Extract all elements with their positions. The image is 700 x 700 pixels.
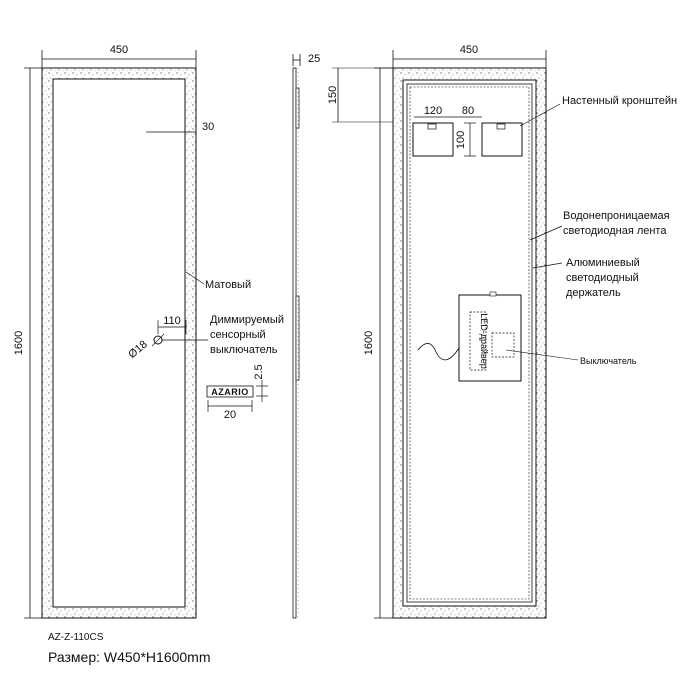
front-width-label: 450: [110, 44, 128, 56]
side-bracket-top: [295, 87, 300, 129]
front-view: 450 30 1600 Матовый 110 Ø18 Диммируемый …: [13, 44, 284, 619]
side-view: 25: [292, 53, 320, 619]
matte-label: Матовый: [205, 279, 251, 291]
holder-label-line3: держатель: [566, 287, 621, 299]
led-driver-label: LED-драйвер: [479, 313, 489, 369]
bracket-height-label: 100: [455, 131, 467, 149]
led-driver-box: [469, 311, 487, 371]
side-profile: [292, 67, 297, 619]
logo-gap-label: 2.5: [253, 364, 265, 379]
bracket-width-label: 80: [462, 105, 474, 117]
front-inset-label: 30: [202, 121, 214, 133]
logo-width-label: 20: [224, 409, 236, 421]
holder-label-line2: светодиодный: [566, 272, 639, 284]
bracket-offset-top-label: 150: [327, 86, 339, 104]
led-strip-label-line1: Водонепроницаемая: [563, 210, 670, 222]
led-strip: [409, 86, 530, 600]
switch-label-line2: сенсорный: [210, 329, 266, 341]
back-switch-label: Выключатель: [580, 356, 637, 366]
size-spec: Размер: W450*H1600mm: [48, 649, 211, 665]
back-height-label: 1600: [363, 331, 375, 355]
bracket-label: Настенный кронштейн: [562, 95, 677, 107]
power-cable: [417, 343, 460, 361]
front-height-label: 1600: [13, 331, 25, 355]
bracket-offset-left-label: 120: [424, 105, 442, 117]
aluminium-holder: [406, 83, 533, 603]
switch-offset-label: 110: [163, 315, 181, 327]
logo-box: [206, 385, 254, 398]
switch-module-box: [491, 332, 515, 358]
side-depth-label: 25: [308, 53, 320, 65]
led-strip-label-line2: светодиодная лента: [563, 225, 667, 237]
back-width-label: 450: [460, 44, 478, 56]
switch-label-line1: Диммируемый: [210, 314, 284, 326]
back-view: 450 1600 150 120 80 100 Настенный кроншт…: [327, 44, 677, 619]
switch-label-line3: выключатель: [210, 344, 278, 356]
model-code: AZ-Z-110CS: [48, 632, 104, 643]
side-driver-box: [295, 295, 300, 381]
front-mirror-glass: [52, 78, 186, 608]
holder-label-line1: Алюминиевый: [566, 257, 640, 269]
azario-logo: AZARIO: [211, 387, 249, 397]
